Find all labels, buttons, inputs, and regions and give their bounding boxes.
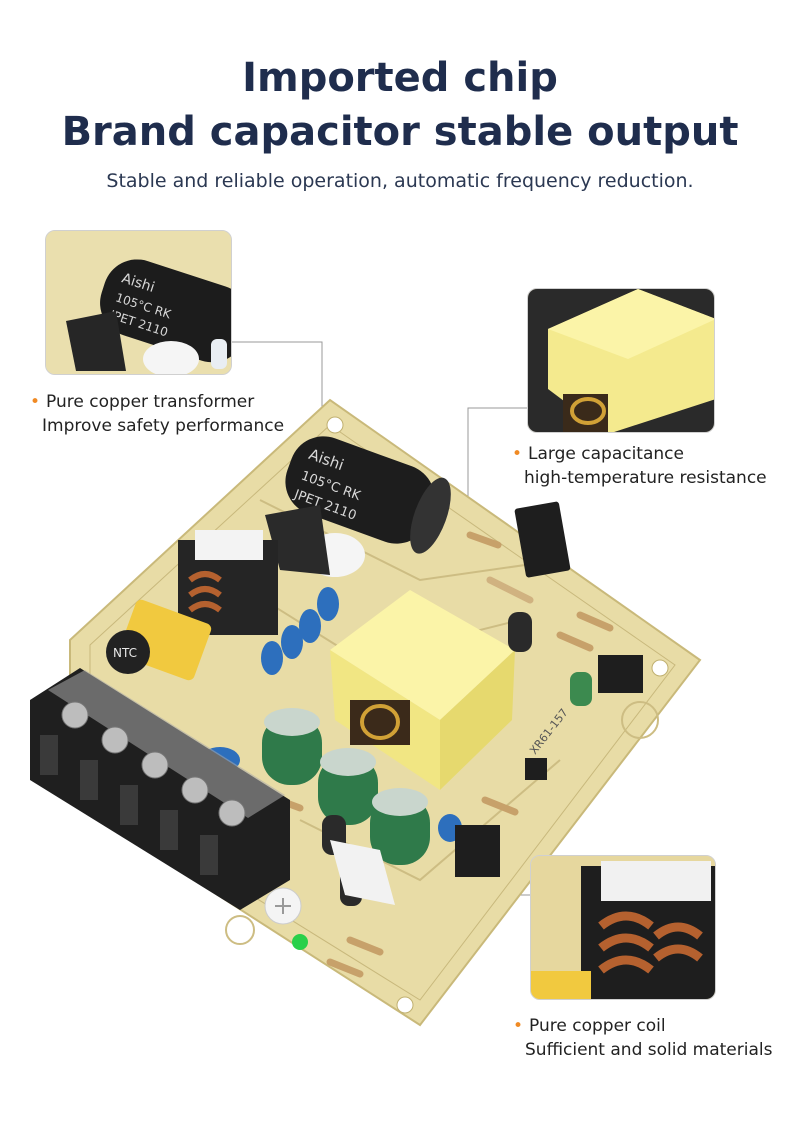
mounting-holes	[326, 416, 669, 1014]
bullet-icon: •	[512, 444, 523, 464]
callout-coil-line1: Pure copper coil	[529, 1016, 666, 1036]
zoom-inset-transformer	[527, 288, 715, 433]
callout-coil: •Pure copper coil Sufficient and solid m…	[513, 1014, 772, 1062]
ntc-thermistor	[106, 630, 150, 674]
bullet-icon: •	[30, 392, 41, 412]
callout-coil-line2: Sufficient and solid materials	[525, 1040, 773, 1060]
bullet-icon: •	[513, 1016, 524, 1036]
output-capacitors	[262, 612, 592, 865]
semiconductors	[455, 501, 643, 877]
callout-capacitance-line2: high-temperature resistance	[524, 468, 767, 488]
main-capacitor: Aishi 105°C RK JPET 2110	[285, 436, 451, 554]
zoom-inset-coil	[530, 855, 716, 1000]
terminal-block	[30, 668, 290, 910]
zoom-inset-capacitor: Aishi 105°C RK JPET 2110	[45, 230, 232, 375]
callout-capacitance-line1: Large capacitance	[528, 444, 684, 464]
callout-transformer: •Pure copper transformer Improve safety …	[30, 390, 284, 438]
resistors	[261, 531, 614, 978]
transformer	[330, 590, 515, 790]
title-line-2: Brand capacitor stable output	[61, 109, 739, 155]
callout-transformer-line2: Improve safety performance	[42, 416, 285, 436]
subtitle: Stable and reliable operation, automatic…	[106, 170, 694, 192]
callout-transformer-line1: Pure copper transformer	[46, 392, 255, 412]
led-indicator	[292, 934, 308, 950]
title-line-1: Imported chip	[242, 55, 558, 101]
ntc-label: NTC	[113, 646, 137, 660]
callout-capacitance: •Large capacitance high-temperature resi…	[512, 442, 767, 490]
